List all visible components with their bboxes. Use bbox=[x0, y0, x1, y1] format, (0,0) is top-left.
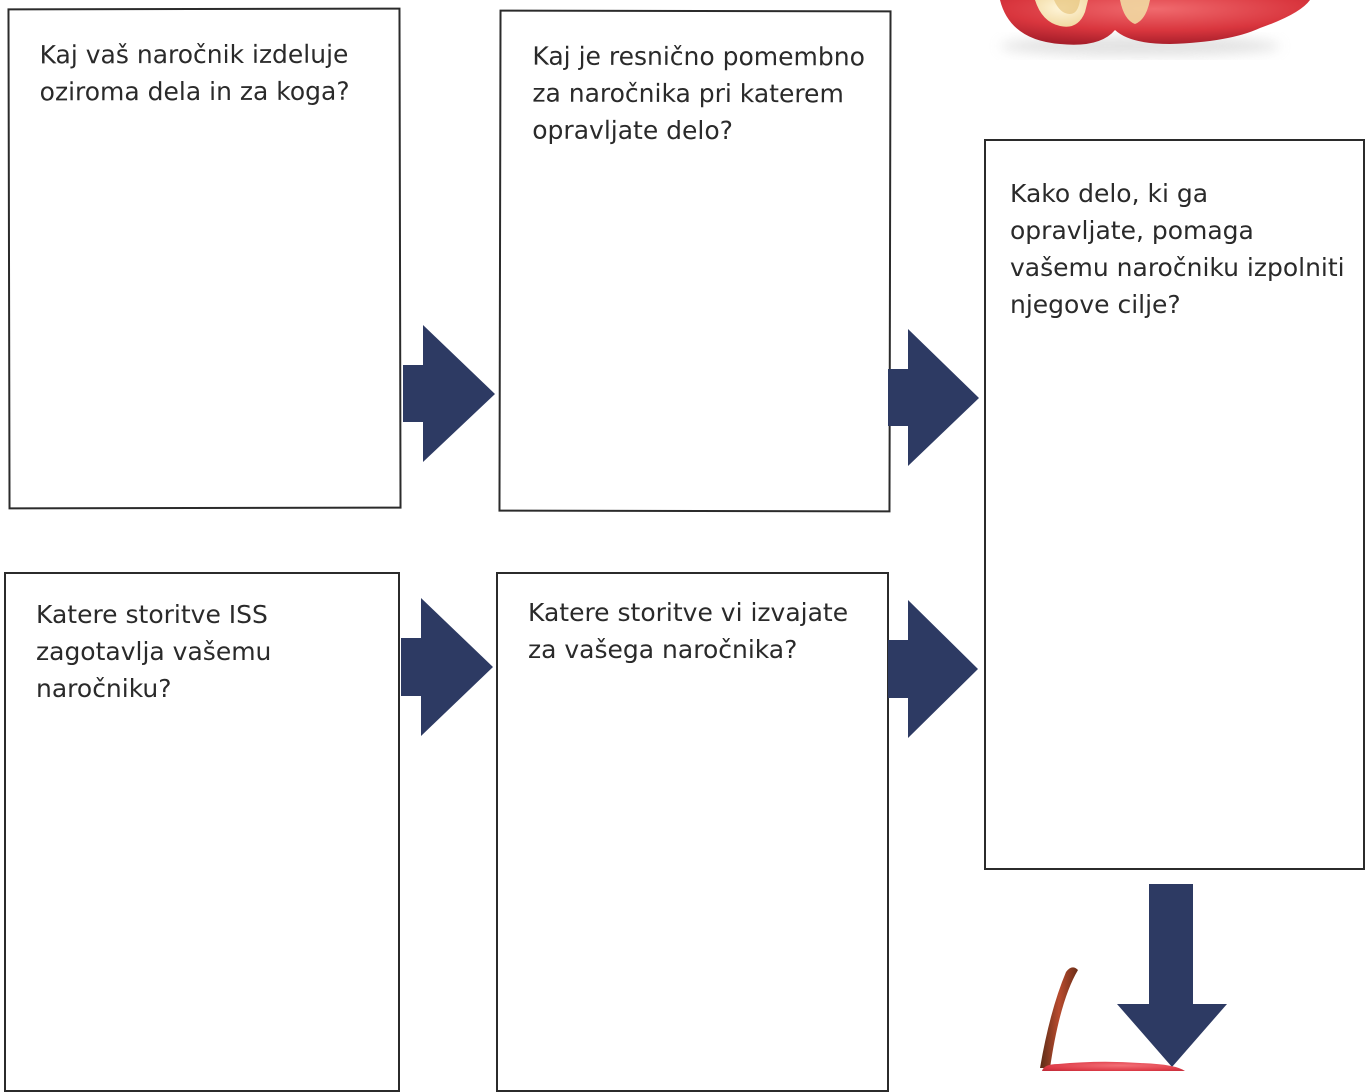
apple-slice-icon bbox=[1000, 0, 1310, 56]
client-goals-question: Kako delo, ki ga opravljate, pomaga vaše… bbox=[1010, 179, 1345, 319]
iss-services-box: Katere storitve ISS zagotavlja vašemu na… bbox=[4, 572, 400, 1092]
client-output-question: Kaj vaš naročnik izdeluje oziroma dela i… bbox=[39, 39, 350, 107]
client-goals-box: Kako delo, ki ga opravljate, pomaga vaše… bbox=[984, 139, 1365, 870]
iss-services-question: Katere storitve ISS zagotavlja vašemu na… bbox=[36, 600, 272, 703]
down-arrow-icon bbox=[1117, 884, 1227, 1067]
client-priorities-question: Kaj je resnično pomembno za naročnika pr… bbox=[532, 41, 865, 146]
your-services-question: Katere storitve vi izvajate za vašega na… bbox=[528, 598, 849, 664]
right-arrow-icon bbox=[403, 325, 495, 462]
your-services-box: Katere storitve vi izvajate za vašega na… bbox=[496, 572, 889, 1092]
right-arrow-icon bbox=[888, 600, 978, 738]
client-priorities-box: Kaj je resnično pomembno za naročnika pr… bbox=[498, 9, 892, 513]
right-arrow-icon bbox=[401, 598, 493, 736]
apple-icon bbox=[1040, 967, 1185, 1071]
client-output-box: Kaj vaš naročnik izdeluje oziroma dela i… bbox=[7, 7, 402, 510]
right-arrow-icon bbox=[888, 329, 979, 466]
